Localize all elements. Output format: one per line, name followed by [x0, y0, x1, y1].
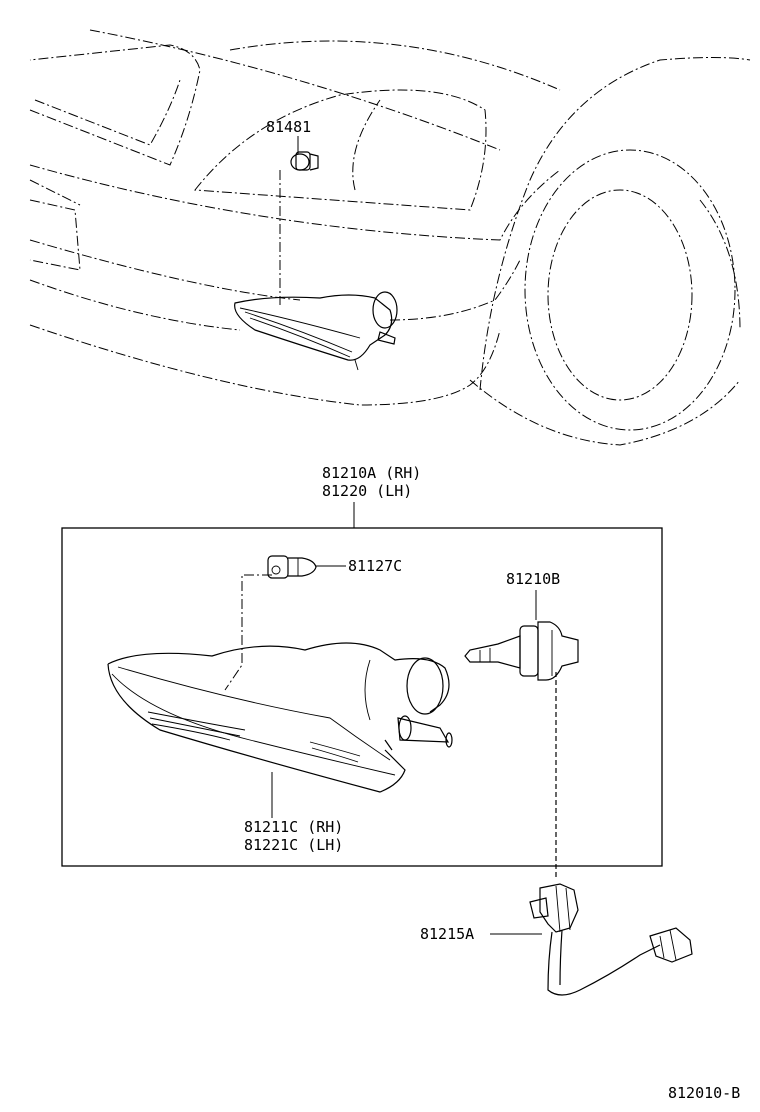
- small-bulb-icon: [267, 555, 317, 579]
- label-lens-rh: 81211C (RH): [244, 818, 343, 836]
- socket-wire-icon: [529, 883, 693, 996]
- label-81210b: 81210B: [506, 570, 560, 588]
- assembly-box: [61, 527, 663, 867]
- label-81481: 81481: [266, 118, 311, 136]
- label-assembly-lh: 81220 (LH): [322, 482, 412, 500]
- fog-lamp-lens: [107, 642, 453, 793]
- main-bulb-icon: [464, 621, 579, 681]
- label-81127c: 81127C: [348, 557, 402, 575]
- label-assembly-rh: 81210A (RH): [322, 464, 421, 482]
- installed-fog-lamp: [234, 291, 398, 371]
- label-81215a: 81215A: [420, 925, 474, 943]
- side-bulb-icon: [290, 151, 319, 171]
- diagram-code: 812010-B: [668, 1084, 740, 1102]
- dashed-81127c-to-lens: [224, 574, 272, 691]
- car-body-outline: [29, 29, 751, 446]
- label-lens-lh: 81221C (LH): [244, 836, 343, 854]
